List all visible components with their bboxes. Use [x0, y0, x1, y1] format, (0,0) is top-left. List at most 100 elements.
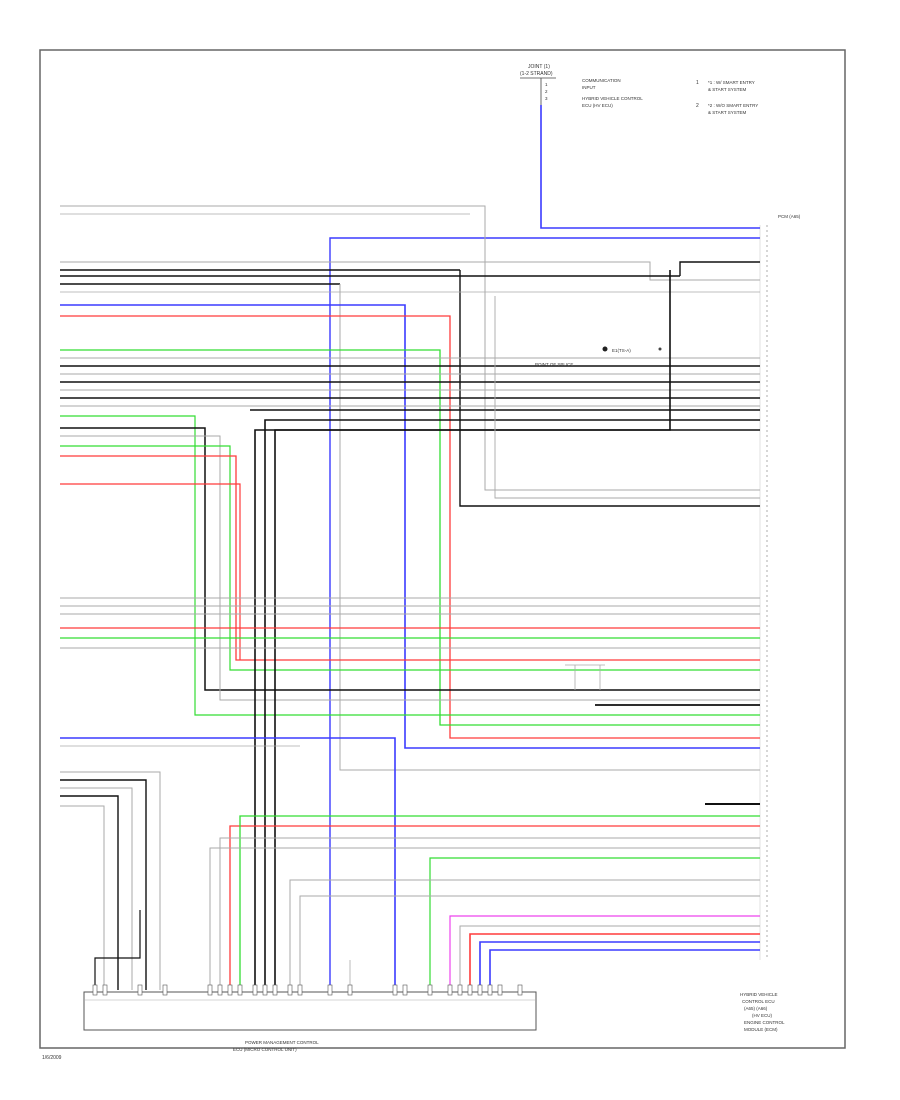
bottom-pin-group — [92, 984, 523, 996]
wire-black — [264, 419, 760, 990]
top-pin-3-num: 3 — [545, 96, 548, 101]
wire-blue — [489, 949, 760, 990]
wire-red — [469, 933, 760, 990]
pin-terminal — [347, 984, 353, 996]
pin-terminal — [92, 984, 98, 996]
wire-gray — [289, 879, 760, 990]
wire-red — [60, 315, 760, 739]
top-pin-2-desc: INPUT — [582, 85, 596, 90]
pin-terminal — [427, 984, 433, 996]
wire-magenta — [449, 915, 760, 990]
right-bottom-title-3: (A65) (A66) — [744, 1006, 768, 1011]
wire-blue-top — [540, 105, 760, 229]
wire-green — [60, 445, 760, 671]
splice-label: POINT OF SPLICE — [535, 362, 573, 367]
wire-green — [429, 857, 760, 990]
pin-terminal — [497, 984, 503, 996]
top-pin-1-num: 1 — [545, 82, 548, 87]
wire-black — [60, 427, 760, 691]
wire-gray — [299, 895, 760, 990]
wire-red — [229, 825, 760, 990]
legend-1-num: 1 — [696, 80, 699, 86]
pin-terminal — [487, 984, 493, 996]
pin-terminal — [287, 984, 293, 996]
top-pin-1-desc: COMMUNICATION — [582, 78, 621, 83]
splice-marker: E1(TS-A) POINT OF SPLICE — [535, 346, 662, 367]
pin-terminal — [217, 984, 223, 996]
pin-terminal — [477, 984, 483, 996]
wire-green — [60, 349, 760, 726]
wire-black — [459, 270, 760, 507]
pin-terminal — [327, 984, 333, 996]
top-pin-2-num: 2 — [545, 89, 548, 94]
wire-black — [679, 261, 760, 276]
pin-terminal — [102, 984, 108, 996]
top-connector: JOINT (1) (1-2 STRAND) 1 2 3 COMMUNICATI… — [520, 64, 643, 108]
pin-terminal — [392, 984, 398, 996]
legend-1-line-1: *1 : W/ SMART ENTRY — [708, 80, 755, 85]
wire-black — [94, 910, 141, 990]
pin-terminal — [137, 984, 143, 996]
wire-gray — [60, 435, 760, 701]
pin-terminal — [227, 984, 233, 996]
pin-terminal — [207, 984, 213, 996]
wire-group — [60, 105, 760, 995]
right-bottom-title-5: ENGINE CONTROL — [744, 1020, 785, 1025]
bottom-ecu-connector — [83, 991, 537, 1031]
figure-id: 1/6/2009 — [42, 1055, 62, 1061]
wire-relay — [60, 779, 147, 990]
right-bottom-title-1: HYBRID VEHICLE — [740, 992, 778, 997]
legend-1-line-2: & START SYSTEM — [708, 87, 747, 92]
wire-gray — [494, 296, 760, 499]
wire-blue-mid — [60, 304, 760, 749]
wire-green — [60, 415, 760, 716]
wire-gray — [640, 261, 760, 281]
pin-terminal — [252, 984, 258, 996]
top-pin-3-desc: HYBRID VEHICLE CONTROL — [582, 96, 643, 101]
top-connector-subtitle: (1-2 STRAND) — [520, 71, 553, 77]
pin-terminal — [467, 984, 473, 996]
pin-terminal — [262, 984, 268, 996]
top-connector-title: JOINT (1) — [528, 64, 550, 70]
right-bottom-title-6: MODULE (ECM) — [744, 1027, 778, 1032]
right-bottom-title-4: (HV ECU) — [752, 1013, 773, 1018]
wire-relay — [60, 771, 161, 990]
pin-terminal — [447, 984, 453, 996]
wire-red — [60, 483, 241, 660]
wire-gray — [219, 837, 760, 990]
pin-terminal — [402, 984, 408, 996]
wire-black — [274, 429, 760, 990]
pin-terminal — [162, 984, 168, 996]
legend-2-line-2: & START SYSTEM — [708, 110, 747, 115]
wire-gray — [339, 284, 760, 771]
splice-tag: E1(TS-A) — [612, 348, 631, 353]
right-header: PCM (A65) — [778, 214, 801, 219]
bottom-title-line-2: ECU (MICRO CONTROL UNIT) — [233, 1047, 297, 1052]
wire-gray — [459, 925, 760, 990]
sheet-border — [39, 49, 846, 1049]
legend-2-num: 2 — [696, 103, 699, 109]
legend-2-line-1: *2 : W/O SMART ENTRY — [708, 103, 758, 108]
wire-gray — [209, 847, 760, 990]
right-bottom-title: HYBRID VEHICLE CONTROL ECU (A65) (A66) (… — [740, 992, 785, 1032]
wire-relay — [60, 795, 119, 990]
wire-gray — [60, 205, 760, 491]
wire-green — [239, 815, 760, 990]
right-bottom-title-2: CONTROL ECU — [742, 999, 775, 1004]
top-pin-4-desc: ECU (HV ECU) — [582, 103, 613, 108]
right-terminal-strip — [759, 225, 768, 960]
pin-terminal — [297, 984, 303, 996]
pin-terminal — [457, 984, 463, 996]
bottom-title-line-1: POWER MANAGEMENT CONTROL — [245, 1040, 319, 1045]
legend: 1 *1 : W/ SMART ENTRY & START SYSTEM 2 *… — [696, 80, 758, 115]
pin-terminal — [517, 984, 523, 996]
wire-relay — [60, 787, 133, 990]
wire-red — [60, 455, 760, 661]
wire-blue-upper — [329, 237, 760, 995]
pin-terminal — [272, 984, 278, 996]
pin-terminal — [237, 984, 243, 996]
wire-blue-lower — [60, 737, 396, 990]
wire-blue — [479, 941, 760, 990]
wire-black — [254, 270, 671, 990]
